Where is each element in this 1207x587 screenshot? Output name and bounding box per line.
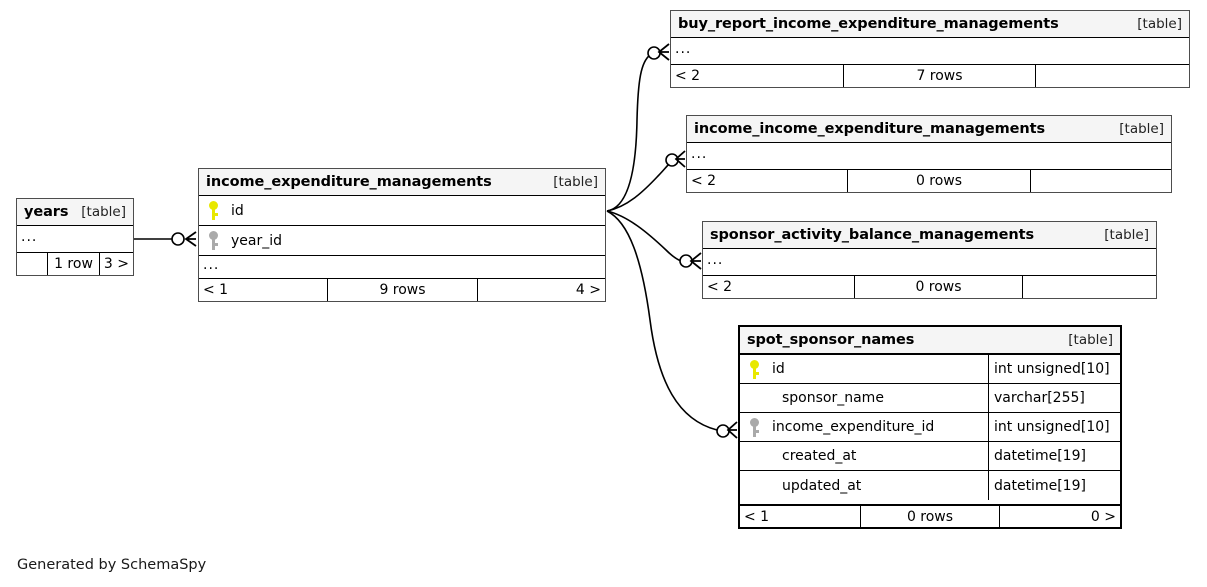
table-tag: [table] (1137, 16, 1182, 33)
column-row: updated_at datetime[19] (740, 471, 1120, 500)
table-years-title: years [table] (17, 199, 133, 227)
column-name: income_expenditure_id (772, 419, 935, 435)
key-icon-primary (209, 201, 218, 221)
column-name: updated_at (782, 477, 862, 494)
footer-parents: < 1 (203, 282, 229, 299)
footer-rowcount: 7 rows (843, 65, 1035, 87)
footer-rowcount: 0 rows (860, 506, 999, 527)
table-income-expenditure-managements-columns: id year_id ... (199, 196, 605, 278)
table-income-expenditure-managements-title: income_expenditure_managements [table] (199, 169, 605, 197)
column-row: ... (17, 226, 133, 252)
key-icon-foreign (750, 417, 759, 437)
key-icon-primary (750, 359, 759, 379)
table-tag: [table] (1119, 121, 1164, 138)
table-spot-sponsor-names[interactable]: spot_sponsor_names [table] id int unsign… (738, 325, 1122, 529)
edge-iem-to-income-income (606, 162, 671, 212)
column-row: ... (687, 143, 1171, 169)
footer-parents: < 2 (691, 173, 717, 190)
table-spot-sponsor-names-footer: < 1 0 rows 0 > (740, 504, 1120, 527)
table-name: spot_sponsor_names (747, 332, 915, 348)
column-name: sponsor_name (782, 390, 884, 406)
column-row: ... (703, 249, 1156, 275)
table-buy-report-income-expenditure-managements[interactable]: buy_report_income_expenditure_management… (670, 10, 1190, 88)
table-sponsor-activity-title: sponsor_activity_balance_managements [ta… (703, 222, 1156, 250)
column-name: id (772, 361, 785, 377)
table-tag: [table] (1068, 332, 1113, 348)
table-sponsor-activity-columns: ... (703, 249, 1156, 275)
edge-iem-to-sponsor-activity (606, 210, 682, 262)
footer-children (1030, 170, 1171, 192)
table-tag: [table] (81, 204, 126, 221)
column-row: year_id (199, 226, 605, 257)
table-name: years (24, 204, 69, 221)
column-name: ... (21, 229, 38, 246)
footer-children: 4 > (477, 279, 605, 301)
footer-children (1035, 65, 1189, 87)
table-income-income-footer: < 2 0 rows (687, 169, 1171, 192)
table-sponsor-activity-footer: < 2 0 rows (703, 275, 1156, 298)
table-sponsor-activity-balance-managements[interactable]: sponsor_activity_balance_managements [ta… (702, 221, 1157, 299)
column-row: ... (199, 256, 605, 278)
footer-rowcount: 0 rows (847, 170, 1030, 192)
table-income-income-expenditure-managements[interactable]: income_income_expenditure_managements [t… (686, 115, 1172, 193)
column-type: int unsigned[10] (988, 355, 1120, 383)
table-income-expenditure-managements[interactable]: income_expenditure_managements [table] i… (198, 168, 606, 302)
footer-parents (17, 253, 47, 275)
table-income-income-columns: ... (687, 143, 1171, 169)
footer-children (1022, 276, 1156, 298)
table-tag: [table] (1104, 227, 1149, 244)
edge-iem-to-spot-sponsor-names (606, 210, 718, 431)
table-spot-sponsor-names-columns: id int unsigned[10] sponsor_name varchar… (740, 355, 1120, 504)
footer-children: 0 > (999, 506, 1120, 527)
table-buy-report-footer: < 2 7 rows (671, 64, 1189, 87)
footer-parents: < 2 (707, 279, 733, 296)
table-years-footer: 1 row 3 > (17, 252, 133, 275)
table-years-columns: ... (17, 226, 133, 252)
table-buy-report-columns: ... (671, 38, 1189, 64)
column-row: income_expenditure_id int unsigned[10] (740, 413, 1120, 442)
column-name: year_id (231, 232, 283, 249)
column-type: int unsigned[10] (988, 413, 1120, 441)
table-spot-sponsor-names-title: spot_sponsor_names [table] (740, 327, 1120, 355)
table-years[interactable]: years [table] ... 1 row 3 > (16, 198, 134, 276)
footer-parents: < 1 (744, 508, 770, 525)
column-name: id (231, 202, 244, 219)
table-buy-report-title: buy_report_income_expenditure_management… (671, 11, 1189, 39)
footer-rowcount: 0 rows (854, 276, 1022, 298)
table-income-expenditure-managements-footer: < 1 9 rows 4 > (199, 278, 605, 301)
column-type: datetime[19] (988, 471, 1120, 500)
table-name: income_expenditure_managements (206, 174, 492, 191)
footer-rowcount: 1 row (47, 253, 99, 275)
table-name: sponsor_activity_balance_managements (710, 227, 1034, 244)
edge-iem-to-buy-report (606, 54, 651, 212)
column-name: ... (707, 252, 724, 269)
key-icon-foreign (209, 231, 218, 251)
generated-by-credit: Generated by SchemaSpy (17, 557, 207, 573)
column-type: varchar[255] (988, 384, 1120, 412)
table-name: buy_report_income_expenditure_management… (678, 16, 1059, 33)
column-row: id (199, 196, 605, 227)
table-name: income_income_expenditure_managements (694, 121, 1045, 138)
column-name: created_at (782, 448, 857, 464)
column-row: id int unsigned[10] (740, 355, 1120, 384)
table-income-income-title: income_income_expenditure_managements [t… (687, 116, 1171, 144)
column-name: ... (691, 146, 708, 163)
column-type: datetime[19] (988, 442, 1120, 470)
footer-rowcount: 9 rows (327, 279, 477, 301)
column-name: ... (675, 41, 692, 58)
column-row: created_at datetime[19] (740, 442, 1120, 471)
column-row: sponsor_name varchar[255] (740, 384, 1120, 413)
column-name: ... (203, 257, 220, 274)
table-tag: [table] (553, 174, 598, 191)
footer-children: 3 > (99, 253, 133, 275)
footer-parents: < 2 (675, 68, 701, 85)
column-row: ... (671, 38, 1189, 64)
